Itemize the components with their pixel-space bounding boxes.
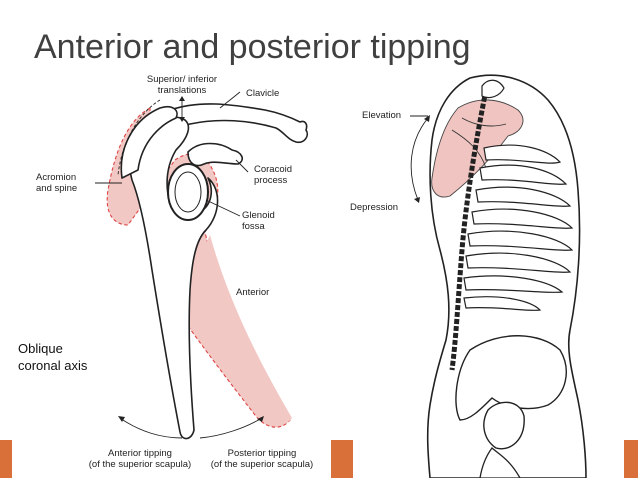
label-clavicle: Clavicle	[246, 88, 279, 99]
label-depression: Depression	[350, 202, 398, 213]
axis-note: Oblique coronal axis	[18, 340, 87, 374]
label-acromion-1: Acromion	[36, 172, 76, 183]
accent-bar-left	[0, 440, 12, 478]
label-coracoid-2: process	[254, 175, 288, 186]
label-superior-inferior-2: translations	[158, 85, 207, 96]
label-posterior-tipping-2: (of the superior scapula)	[211, 459, 313, 470]
slide-title: Anterior and posterior tipping	[34, 28, 471, 66]
label-glenoid-2: fossa	[242, 221, 265, 232]
label-elevation: Elevation	[362, 110, 401, 121]
axis-note-line2: coronal axis	[18, 358, 88, 373]
label-anterior-tipping-1: Anterior tipping	[108, 448, 172, 459]
coracoid-process	[187, 142, 244, 167]
label-superior-inferior-1: Superior/ inferior	[147, 74, 217, 85]
torso-diagram	[410, 74, 587, 478]
rib-cage	[463, 144, 574, 311]
scapula-bone	[129, 116, 219, 440]
label-posterior-tipping-1: Posterior tipping	[228, 448, 297, 459]
scapula-diagram	[95, 91, 309, 440]
axis-note-line1: Oblique	[18, 341, 63, 356]
clavicle-bone	[168, 103, 309, 144]
label-acromion-2: and spine	[36, 183, 77, 194]
label-anterior: Anterior	[236, 287, 269, 298]
label-anterior-tipping-2: (of the superior scapula)	[89, 459, 191, 470]
accent-bar-middle	[331, 440, 353, 478]
pelvis	[455, 335, 567, 421]
accent-bar-right	[624, 440, 638, 478]
label-glenoid-1: Glenoid	[242, 210, 275, 221]
spine	[449, 89, 489, 371]
label-coracoid-1: Coracoid	[254, 164, 292, 175]
